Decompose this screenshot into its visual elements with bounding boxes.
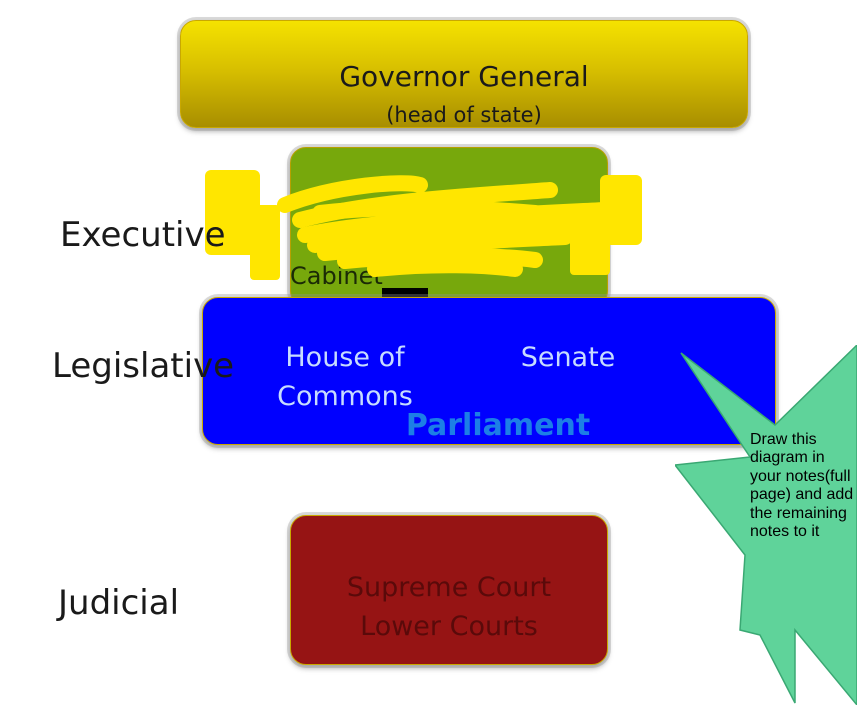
judicial-branch-label: Judicial [58,583,180,623]
legislative-branch-label: Legislative [52,346,235,386]
lower-courts-label: Lower Courts [360,611,538,642]
parliament-title: Parliament [405,408,591,443]
senate-label: Senate [520,342,616,373]
governor-general-subtitle: (head of state) [386,103,542,127]
house-of-commons-label: House of Commons [277,342,413,413]
judicial-box: Supreme Court Lower Courts [290,515,608,665]
governor-general-title: Governor General [339,60,589,93]
note-starburst-shape [675,345,857,705]
parliament-box: House of Commons Senate Parliament [202,297,776,445]
executive-branch-label: Executive [60,215,226,255]
supreme-court-label: Supreme Court [346,572,552,603]
note-text: Draw this diagram in your notes(full pag… [750,431,854,540]
governor-general-box: Governor General (head of state) [180,20,748,128]
yellow-scribble-redaction [205,170,642,280]
